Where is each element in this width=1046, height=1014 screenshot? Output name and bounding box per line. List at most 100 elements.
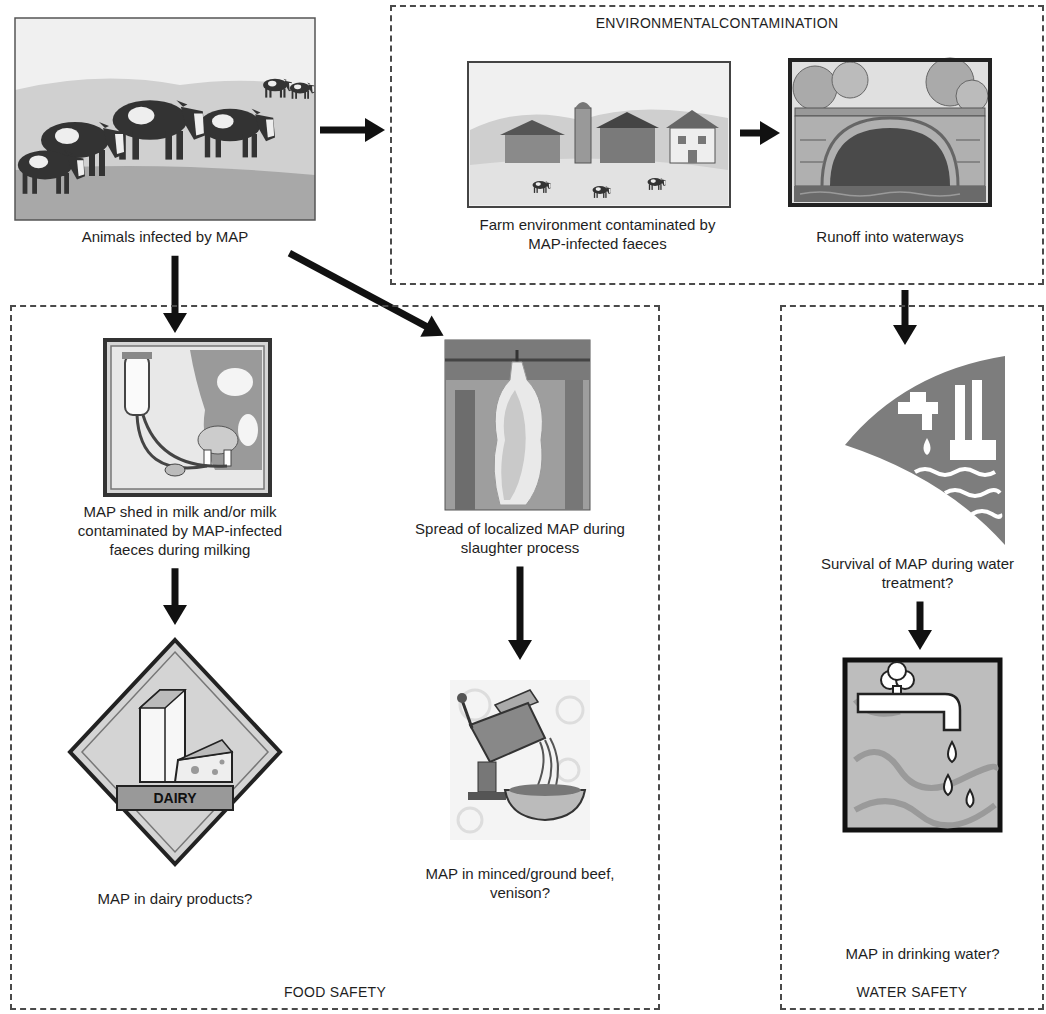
picture-node: Spread of localized MAP during slaughter… xyxy=(400,338,640,562)
cattle-picture-part xyxy=(15,18,315,220)
picture-caption: MAP in minced/ground beef, venison? xyxy=(420,865,620,903)
milking-picture-part xyxy=(217,368,253,396)
waterway-picture-part xyxy=(800,192,960,196)
slaughter-photo xyxy=(445,340,590,510)
arrow-head xyxy=(508,640,532,660)
water-treatment-icon-part xyxy=(915,469,995,475)
dairy-diamond-icon-part xyxy=(191,766,199,774)
picture-node: Runoff into waterways xyxy=(785,58,995,251)
picture-caption: MAP shed in milk and/or milk contaminate… xyxy=(60,503,300,559)
farm-picture-part xyxy=(596,112,659,128)
waterway-picture-part xyxy=(800,140,980,162)
flow-arrow xyxy=(908,602,932,651)
flow-arrow xyxy=(163,256,187,333)
flow-arrow xyxy=(163,568,187,625)
drinking-water-picture xyxy=(845,660,1000,830)
drinking-water-picture-part xyxy=(888,662,906,680)
picture-caption: Spread of localized MAP during slaughter… xyxy=(400,520,640,558)
icon-label: DAIRY xyxy=(117,786,233,810)
dairy-diamond-icon-part xyxy=(164,708,166,782)
slaughter-photo-part xyxy=(501,390,525,500)
arrow-head xyxy=(163,605,187,625)
water-treatment-icon-part xyxy=(972,380,982,445)
dairy-diamond-icon-part xyxy=(220,760,225,765)
mince-grinder-picture-part xyxy=(450,680,590,840)
farm-picture-part xyxy=(575,102,591,108)
drinking-water-picture-part xyxy=(855,801,995,825)
water-treatment-icon-part xyxy=(845,356,1005,545)
picture-node: MAP in drinking water? xyxy=(810,655,1035,968)
picture-node: MAP in dairy products? xyxy=(55,630,295,913)
cattle-picture-part xyxy=(15,18,315,220)
arrow-head xyxy=(893,325,917,345)
waterway-picture-part xyxy=(830,128,950,186)
mince-grinder-picture-part xyxy=(458,808,482,832)
farm-picture-part xyxy=(666,110,719,128)
dashed-region-box: FOOD SAFETYMAP shed in milk and/or milk … xyxy=(10,305,660,1010)
arrow-head xyxy=(908,630,932,650)
farm-picture-part xyxy=(500,120,565,135)
dashed-region-box: ENVIRONMENTALCONTAMINATIONFarm environme… xyxy=(390,5,1044,285)
arrow-head xyxy=(420,316,443,337)
cattle-picture-part xyxy=(18,151,85,194)
drinking-water-picture-part xyxy=(944,775,952,795)
mince-grinder-picture xyxy=(450,680,590,840)
arrow-shaft xyxy=(289,253,429,328)
milking-picture-part xyxy=(137,415,207,468)
arrow-shaft xyxy=(172,256,179,317)
picture-caption: MAP in drinking water? xyxy=(810,945,1035,964)
flow-arrow xyxy=(893,290,917,345)
milking-picture xyxy=(105,340,270,495)
water-treatment-icon xyxy=(845,356,1005,545)
dairy-diamond-icon-part xyxy=(212,769,218,775)
waterway-picture-part xyxy=(956,80,988,112)
waterway-picture-part xyxy=(795,116,985,186)
dairy-diamond-icon-part xyxy=(70,640,280,864)
farm-picture-part xyxy=(593,186,611,198)
dairy-diamond-icon-part xyxy=(117,786,233,810)
mince-grinder-picture-part xyxy=(468,792,506,800)
waterway-picture-part xyxy=(795,108,985,116)
arrow-head xyxy=(365,118,385,142)
milking-picture-part xyxy=(190,350,262,470)
dairy-diamond-icon-part xyxy=(140,690,185,708)
water-treatment-icon-part xyxy=(972,511,1000,517)
milking-picture-part xyxy=(165,464,185,476)
milking-picture-part xyxy=(105,340,270,495)
drinking-water-picture-part xyxy=(855,752,996,788)
mince-grinder-picture-part xyxy=(462,700,472,728)
picture-caption: Runoff into waterways xyxy=(785,228,995,247)
picture-node: MAP in minced/ground beef, venison? xyxy=(420,665,620,907)
milking-picture-part xyxy=(204,450,211,466)
region-title: WATER SAFETY xyxy=(782,984,1042,1000)
dairy-diamond-icon-part xyxy=(178,740,232,760)
cattle-picture-part xyxy=(199,109,275,158)
slaughter-photo-part xyxy=(565,380,583,510)
farm-picture-part xyxy=(575,108,591,163)
picture-caption: MAP in dairy products? xyxy=(55,890,295,909)
water-treatment-icon-part xyxy=(945,490,1000,496)
waterway-picture-part xyxy=(832,62,868,98)
water-treatment-icon-part xyxy=(910,392,926,402)
farm-picture-part xyxy=(698,136,706,144)
picture-node: Survival of MAP during water treatment? xyxy=(800,350,1035,597)
mince-grinder-picture-part xyxy=(478,762,496,792)
dairy-diamond-icon-part xyxy=(82,652,268,852)
farm-picture-part xyxy=(678,136,686,144)
arrow-shaft xyxy=(320,127,369,134)
flow-arrow xyxy=(289,253,443,337)
picture-caption: Animals infected by MAP xyxy=(15,228,315,247)
farm-picture-part xyxy=(600,128,655,163)
arrow-shaft xyxy=(517,567,524,645)
farm-picture xyxy=(468,62,730,207)
picture-caption: Farm environment contaminated by MAP-inf… xyxy=(460,216,735,254)
mince-grinder-picture-part xyxy=(557,697,583,723)
mince-grinder-picture-part xyxy=(470,703,545,762)
milking-picture-part xyxy=(224,450,231,466)
slaughter-photo-part xyxy=(455,390,475,510)
farm-picture-part xyxy=(470,109,728,205)
milking-picture-part xyxy=(238,414,258,446)
arrow-head xyxy=(163,313,187,333)
slaughter-photo-part xyxy=(494,362,542,505)
